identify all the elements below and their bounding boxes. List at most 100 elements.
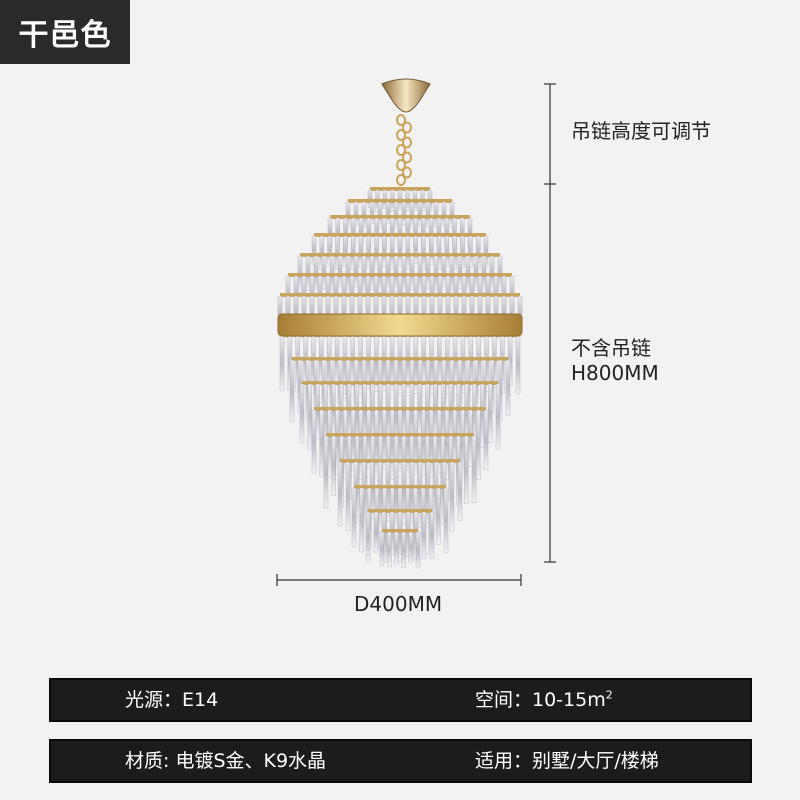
- crystal-prism: [480, 383, 485, 448]
- chain-link: [402, 136, 412, 149]
- crystal-prism: [311, 409, 317, 474]
- tier-ring: [300, 253, 500, 257]
- crystal-prism: [350, 235, 356, 270]
- crystal-prism: [401, 531, 406, 568]
- spec-usage-text: 适用：别墅/大厅/楼梯: [475, 750, 659, 772]
- crystal-prism: [401, 383, 407, 442]
- crystal-prism: [413, 409, 418, 476]
- crystal-prism: [495, 383, 501, 450]
- crystal-prism: [441, 201, 447, 226]
- gold-band: [277, 313, 523, 337]
- crystal-prism: [460, 235, 465, 268]
- crystal-prism: [373, 511, 379, 553]
- chain-link: [396, 114, 406, 126]
- tier-ring: [302, 381, 498, 385]
- chain-link: [402, 166, 412, 179]
- crystal-prism: [345, 201, 351, 228]
- crystal-prism: [307, 383, 313, 450]
- crystal-prism: [343, 235, 348, 266]
- crystal-prism: [444, 235, 450, 267]
- crystal-prism: [433, 383, 438, 440]
- crystal-prism: [366, 409, 371, 468]
- crystal-prism: [405, 409, 411, 479]
- crystal-prism: [366, 235, 371, 269]
- crystal-prism: [425, 201, 431, 227]
- crystal-prism: [433, 201, 439, 227]
- crystal-prism: [417, 201, 423, 226]
- crystal-prism: [421, 235, 426, 271]
- crystal-prism: [315, 383, 320, 440]
- crystal-prism: [429, 235, 434, 265]
- tier-ring: [354, 485, 446, 489]
- crystal-prism: [441, 255, 447, 287]
- crystal-prism: [464, 435, 469, 504]
- crystal-prism: [394, 531, 399, 565]
- chain-link: [396, 129, 406, 141]
- crystal-prism: [515, 335, 521, 395]
- hanging-chain: [396, 114, 412, 186]
- crystal-prism: [409, 201, 415, 228]
- spec-space-superscript: 2: [605, 688, 613, 702]
- crystal-prism: [436, 487, 441, 545]
- crystal-prism: [457, 461, 463, 521]
- crystal-prism: [299, 383, 305, 443]
- height-note-label: 不含吊链: [571, 336, 651, 360]
- crystal-prism: [361, 201, 367, 228]
- tier-ring: [330, 215, 470, 219]
- crystal-prism: [289, 359, 295, 423]
- crystal-prism: [415, 531, 421, 569]
- chain-link: [402, 121, 412, 134]
- crystal-prism: [382, 235, 387, 267]
- crystal-prism: [351, 487, 357, 547]
- crystal-prism: [345, 461, 351, 531]
- crystal-prism: [359, 487, 364, 553]
- crystal-prism: [389, 235, 395, 270]
- ceiling-canopy: [381, 78, 431, 113]
- tier-ring: [314, 233, 486, 237]
- crystal-prism: [327, 409, 332, 477]
- tier-ring: [288, 273, 512, 277]
- crystal-prism: [397, 511, 403, 562]
- crystal-prism: [365, 511, 371, 563]
- crystal-prism: [449, 201, 455, 228]
- crystal-prism: [389, 409, 395, 480]
- crystal-prism: [374, 235, 379, 269]
- crystal-prism: [505, 359, 511, 416]
- height-dimension-line: [544, 83, 556, 563]
- spec-row-material-usage: 材质: 电镀S金、K9水晶 适用：别墅/大厅/楼梯: [49, 739, 752, 783]
- spec-material: 材质: 电镀S金、K9水晶: [125, 750, 327, 772]
- crystal-prism: [279, 335, 285, 391]
- crystal-prism: [369, 255, 375, 290]
- crystal-prism: [425, 255, 431, 289]
- crystal-prism: [471, 435, 477, 503]
- tier-ring: [368, 509, 432, 513]
- tier-ring: [340, 459, 460, 463]
- spec-usage: 适用：别墅/大厅/楼梯: [475, 741, 659, 781]
- crystal-prism: [401, 461, 407, 525]
- tier-ring: [348, 199, 452, 203]
- crystal-prism: [487, 383, 493, 443]
- crystal-prism: [436, 235, 442, 270]
- crystal-prism: [327, 235, 332, 265]
- crystal-prism: [413, 335, 418, 394]
- crystal-prism: [323, 435, 329, 509]
- tier-ring: [370, 187, 430, 191]
- color-badge: 干邑色: [0, 0, 130, 64]
- crystal-prism: [405, 335, 411, 387]
- tier-ring: [292, 357, 508, 361]
- crystal-prism: [401, 201, 407, 225]
- crystal-prism: [468, 235, 473, 268]
- crystal-tiers: [277, 187, 523, 569]
- crystal-prism: [358, 235, 364, 268]
- crystal-prism: [377, 201, 383, 229]
- crystal-prism: [457, 255, 463, 289]
- spec-row-light-space: 光源：E14 空间：10-15m2: [49, 678, 752, 722]
- diameter-label: D400MM: [354, 592, 443, 616]
- chain-link: [402, 151, 412, 164]
- crystal-prism: [429, 511, 435, 559]
- crystal-prism: [468, 409, 473, 467]
- tier-ring: [326, 433, 474, 437]
- spec-space: 空间：10-15m2: [475, 680, 613, 720]
- crystal-prism: [387, 531, 392, 568]
